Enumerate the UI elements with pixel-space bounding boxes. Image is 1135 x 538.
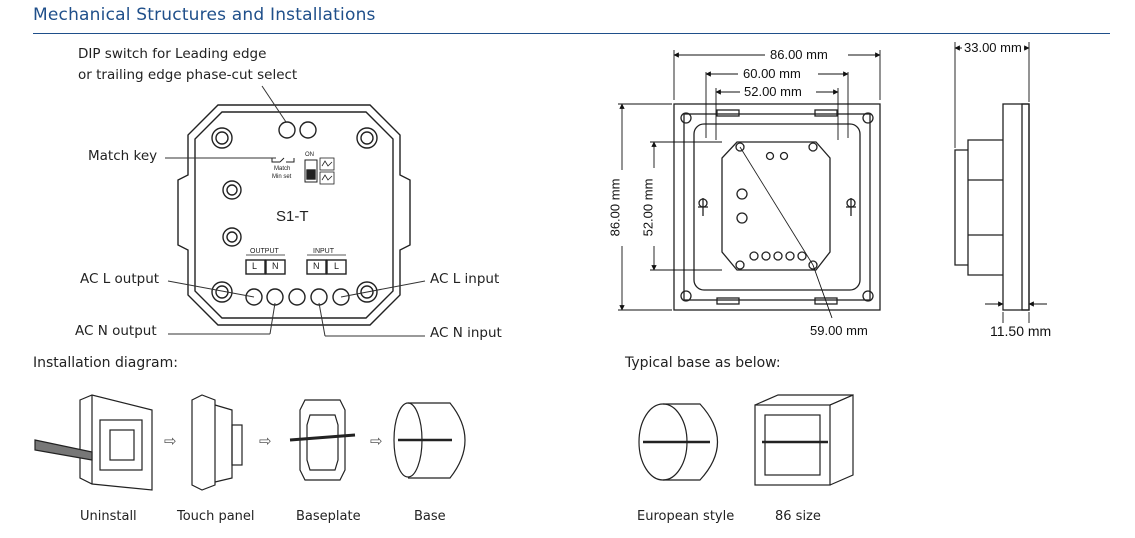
match-key-label: Match key — [88, 148, 158, 164]
panel-rear-view — [673, 103, 881, 311]
dim-panel-thickness: 11.50 mm — [988, 323, 1054, 339]
ac-l-output-label: AC L output — [80, 271, 160, 287]
terminal-in-n: N — [313, 261, 320, 271]
base-european-style: European style — [637, 509, 735, 524]
dim-module-height: 52.00 mm — [640, 176, 656, 239]
title-rule — [33, 33, 1110, 34]
installation-heading: Installation diagram: — [33, 355, 178, 371]
dim-outer-width: 86.00 mm — [768, 47, 830, 62]
install-uninstall-sketch — [34, 394, 153, 491]
european-style-base-sketch — [638, 403, 719, 481]
install-base-sketch — [393, 402, 466, 479]
front-view-leaders — [165, 85, 426, 337]
dip-switch-label-line2: or trailing edge phase-cut select — [78, 67, 298, 83]
install-touch-panel-sketch — [191, 394, 243, 491]
terminal-in-l: L — [334, 261, 340, 271]
dim-hole-spacing: 59.00 mm — [808, 323, 870, 338]
typical-base-heading: Typical base as below: — [625, 355, 781, 371]
input-terminal-label: INPUT — [313, 248, 334, 255]
terminal-out-l: L — [252, 261, 258, 271]
panel-side-view — [954, 103, 1030, 311]
ac-l-input-label: AC L input — [430, 271, 500, 287]
86-size-base-sketch — [754, 394, 854, 486]
minset-text: Min set — [272, 174, 292, 180]
dip-on-text: ON — [305, 152, 314, 158]
install-baseplate-sketch — [289, 399, 356, 481]
rear-dimension-lines — [618, 50, 881, 319]
output-terminal-label: OUTPUT — [250, 248, 279, 255]
dim-module-width: 52.00 mm — [742, 84, 804, 99]
base-86-size: 86 size — [775, 509, 821, 524]
install-arrow-1: ⇨ — [164, 432, 177, 450]
install-step-base: Base — [414, 509, 446, 524]
dim-outer-height: 86.00 mm — [607, 176, 623, 239]
side-dimension-lines — [954, 42, 1047, 330]
dim-depth-total: 33.00 mm — [962, 40, 1024, 55]
model-name: S1-T — [276, 208, 309, 225]
install-step-touch-panel: Touch panel — [177, 509, 255, 524]
ac-n-input-label: AC N input — [430, 325, 502, 341]
install-arrow-3: ⇨ — [370, 432, 383, 450]
ac-n-output-label: AC N output — [75, 323, 157, 339]
install-step-uninstall: Uninstall — [80, 509, 137, 524]
install-arrow-2: ⇨ — [259, 432, 272, 450]
install-step-baseplate: Baseplate — [296, 509, 361, 524]
dim-inner-width: 60.00 mm — [741, 66, 803, 81]
terminal-out-n: N — [272, 261, 279, 271]
page-title: Mechanical Structures and Installations — [33, 5, 376, 25]
match-text: Match — [274, 166, 291, 172]
s1t-module-front — [177, 104, 411, 326]
dip-switch-label-line1: DIP switch for Leading edge — [78, 46, 267, 62]
